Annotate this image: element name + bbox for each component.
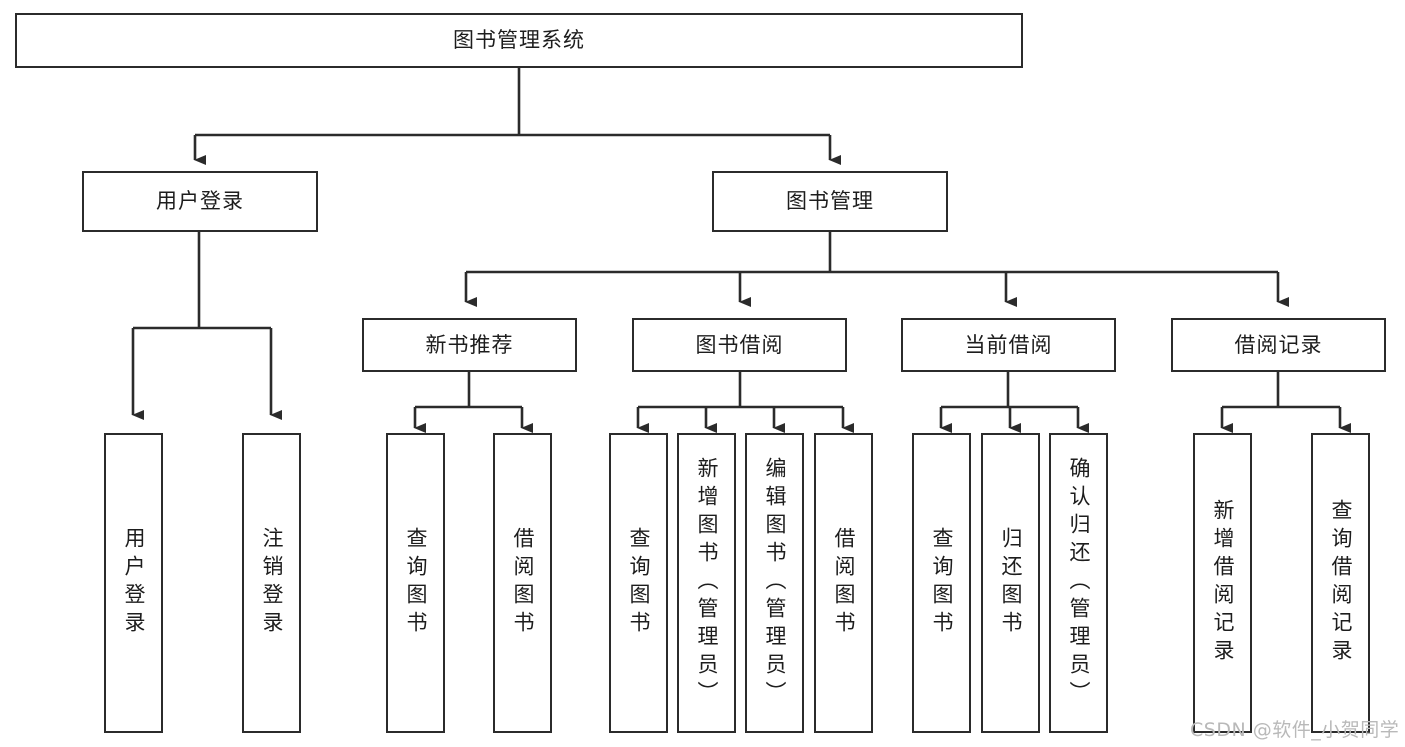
node-leaf-query-book-2[interactable]: 查询图书 xyxy=(609,433,668,733)
node-leaf-logout-login[interactable]: 注销登录 xyxy=(242,433,301,733)
node-leaf-confirm-return[interactable]: 确认归还（管理员） xyxy=(1049,433,1108,733)
node-leaf-add-book-label: 新增图书（管理员） xyxy=(695,457,719,709)
node-new-book-recommend[interactable]: 新书推荐 xyxy=(362,318,577,372)
node-leaf-borrow-book-1-label: 借阅图书 xyxy=(511,527,535,639)
node-leaf-query-book-3-label: 查询图书 xyxy=(930,527,954,639)
node-leaf-borrow-book-1[interactable]: 借阅图书 xyxy=(493,433,552,733)
node-leaf-query-book-1-label: 查询图书 xyxy=(404,527,428,639)
node-leaf-return-book-label: 归还图书 xyxy=(999,527,1023,639)
node-leaf-query-record[interactable]: 查询借阅记录 xyxy=(1311,433,1370,733)
node-leaf-borrow-book-2[interactable]: 借阅图书 xyxy=(814,433,873,733)
node-leaf-query-record-label: 查询借阅记录 xyxy=(1329,499,1353,667)
node-leaf-query-book-1[interactable]: 查询图书 xyxy=(386,433,445,733)
node-leaf-edit-book-label: 编辑图书（管理员） xyxy=(763,457,787,709)
node-leaf-add-record[interactable]: 新增借阅记录 xyxy=(1193,433,1252,733)
node-leaf-add-record-label: 新增借阅记录 xyxy=(1211,499,1235,667)
node-book-manage-label: 图书管理 xyxy=(786,189,874,214)
node-current-borrow-label: 当前借阅 xyxy=(964,332,1053,357)
node-leaf-confirm-return-label: 确认归还（管理员） xyxy=(1067,457,1091,709)
node-leaf-query-book-3[interactable]: 查询图书 xyxy=(912,433,971,733)
node-root-label: 图书管理系统 xyxy=(453,28,585,53)
node-user-login-label: 用户登录 xyxy=(156,189,244,214)
node-book-manage[interactable]: 图书管理 xyxy=(712,171,948,232)
node-new-book-recommend-label: 新书推荐 xyxy=(425,332,514,357)
node-leaf-user-login[interactable]: 用户登录 xyxy=(104,433,163,733)
node-leaf-add-book[interactable]: 新增图书（管理员） xyxy=(677,433,736,733)
node-leaf-logout-login-label: 注销登录 xyxy=(260,527,284,639)
node-borrow-record[interactable]: 借阅记录 xyxy=(1171,318,1386,372)
node-current-borrow[interactable]: 当前借阅 xyxy=(901,318,1116,372)
node-leaf-edit-book[interactable]: 编辑图书（管理员） xyxy=(745,433,804,733)
node-borrow-record-label: 借阅记录 xyxy=(1234,332,1323,357)
node-root[interactable]: 图书管理系统 xyxy=(15,13,1023,68)
node-book-borrow[interactable]: 图书借阅 xyxy=(632,318,847,372)
node-user-login[interactable]: 用户登录 xyxy=(82,171,318,232)
node-leaf-borrow-book-2-label: 借阅图书 xyxy=(832,527,856,639)
node-book-borrow-label: 图书借阅 xyxy=(695,332,784,357)
node-leaf-return-book[interactable]: 归还图书 xyxy=(981,433,1040,733)
node-leaf-query-book-2-label: 查询图书 xyxy=(627,527,651,639)
node-leaf-user-login-label: 用户登录 xyxy=(122,527,146,639)
